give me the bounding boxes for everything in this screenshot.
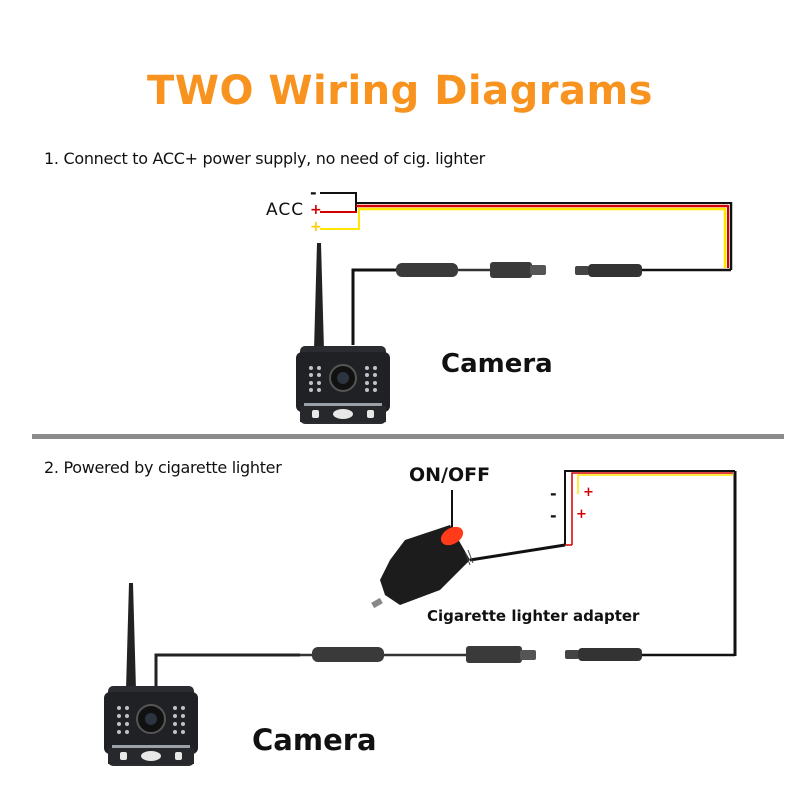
antenna-icon bbox=[314, 243, 324, 350]
wire-yellow bbox=[577, 474, 733, 494]
camera2-cable bbox=[154, 646, 735, 690]
wire-red bbox=[571, 472, 733, 545]
connector-icon bbox=[588, 264, 642, 277]
adapter-cable bbox=[469, 543, 566, 562]
polarity-negative-top: - bbox=[550, 484, 557, 503]
page-title: TWO Wiring Diagrams bbox=[147, 68, 653, 114]
connector-icon bbox=[312, 647, 384, 662]
camera-icon bbox=[296, 243, 390, 424]
camera2-label: Camera bbox=[252, 723, 377, 757]
acc-wires bbox=[320, 192, 733, 270]
wire-black bbox=[564, 470, 735, 545]
adapter-label: Cigarette lighter adapter bbox=[427, 607, 640, 625]
connector-icon bbox=[466, 646, 522, 663]
connector-icon bbox=[490, 262, 532, 278]
camera1-label: Camera bbox=[441, 349, 553, 379]
switch-label: ON/OFF bbox=[409, 464, 491, 486]
connector-icon bbox=[396, 263, 458, 277]
connector-icon bbox=[578, 648, 642, 661]
camera1-cable bbox=[351, 262, 731, 345]
acc-positive-sign: + bbox=[310, 202, 322, 218]
acc-negative-sign: - bbox=[310, 183, 317, 202]
camera2-cable-wire bbox=[154, 653, 300, 690]
diagram1-heading: 1. Connect to ACC+ power supply, no need… bbox=[44, 149, 485, 168]
polarity-negative-bottom: - bbox=[550, 506, 557, 525]
section-divider bbox=[32, 434, 784, 439]
camera1-cable-wire bbox=[351, 268, 400, 345]
cigarette-plug-icon bbox=[371, 525, 474, 609]
diagram2-heading: 2. Powered by cigarette lighter bbox=[44, 458, 282, 477]
switch-button bbox=[440, 526, 464, 546]
camera-icon bbox=[104, 583, 198, 766]
acc-label: ACC bbox=[266, 200, 305, 220]
polarity-positive-top: + bbox=[583, 485, 594, 500]
acc-yellow-positive-sign: + bbox=[310, 219, 322, 235]
antenna-icon bbox=[126, 583, 136, 690]
power-wires bbox=[469, 470, 737, 656]
polarity-positive-bottom: + bbox=[576, 507, 587, 522]
